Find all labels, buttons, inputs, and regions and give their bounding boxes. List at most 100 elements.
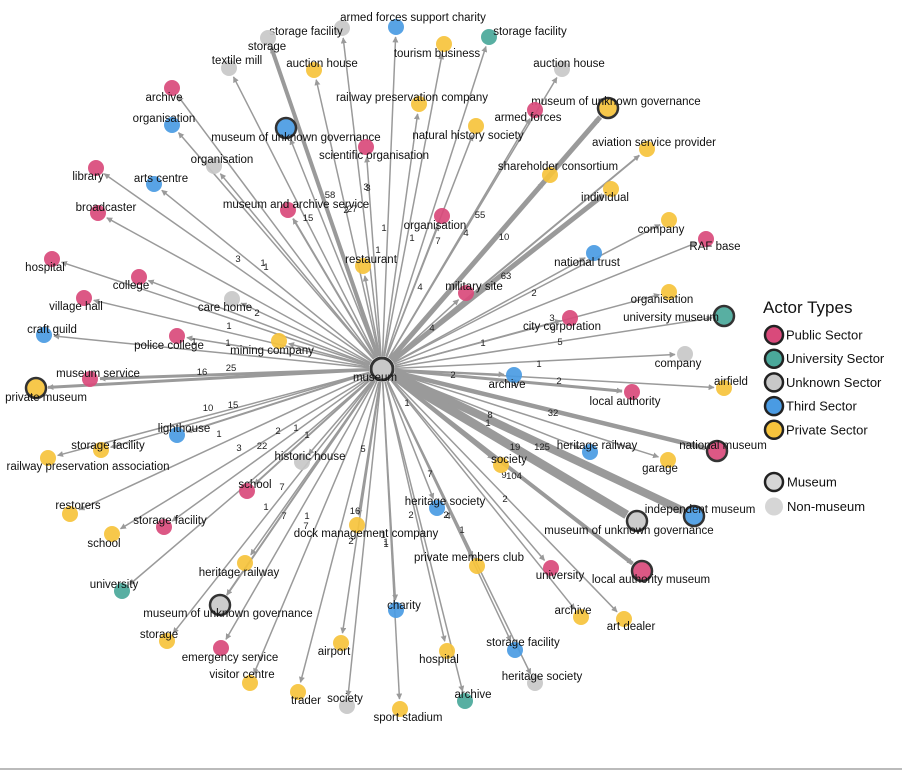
node: museum service <box>56 368 140 387</box>
edge-weight-label: 16 <box>350 506 361 517</box>
edge-weight-label: 1 <box>380 530 385 541</box>
edge <box>394 368 715 391</box>
edge-weight-label: 7 <box>427 469 432 480</box>
node-label: armed forces <box>494 112 561 124</box>
edge-weight-label: 3 <box>549 313 554 324</box>
edge <box>394 319 561 367</box>
edge-weight-label: 2 <box>531 288 536 299</box>
node: university <box>90 579 139 599</box>
node: storage <box>140 629 178 649</box>
edge-weight-label: 1 <box>216 429 221 440</box>
edge-weight-label: 27 <box>347 204 358 215</box>
node-label: sport stadium <box>373 712 442 724</box>
node-label: village hall <box>49 301 103 313</box>
edge <box>392 370 685 515</box>
edge <box>147 279 371 366</box>
edge-weight-label: 9 <box>550 325 555 336</box>
edge <box>383 113 420 357</box>
node-label: society <box>327 693 363 705</box>
node-label: local authority <box>590 396 661 408</box>
node-circle <box>392 701 408 717</box>
edge-weight-label: 1 <box>409 233 414 244</box>
node: society <box>491 454 527 473</box>
node: independent museum <box>645 504 755 528</box>
edge-weight-label: 1 <box>263 262 268 273</box>
edge-weight-label: 4 <box>417 282 422 293</box>
edge <box>394 351 676 370</box>
node-label: art dealer <box>607 621 656 633</box>
edge-weight-label: 1 <box>263 502 268 513</box>
node-label: museum of unknown governance <box>211 132 380 144</box>
node-label: mining company <box>230 345 314 357</box>
node-circle <box>93 442 109 458</box>
edge-weight-label: 5 <box>360 444 365 455</box>
node-label: organisation <box>404 220 467 232</box>
node-label: university <box>536 570 585 582</box>
edge-weight-label: 15 <box>303 213 314 224</box>
node-label: university museum <box>623 312 719 324</box>
edge <box>393 223 661 364</box>
edge-weight-label: 9 <box>501 470 506 481</box>
node-label: storage facility <box>493 26 567 38</box>
node-label: museum of unknown governance <box>143 608 312 620</box>
edge <box>53 333 370 369</box>
edge-weight-label: 1 <box>304 511 309 522</box>
node-circle <box>542 167 558 183</box>
node-label: tourism business <box>394 48 481 60</box>
node: company <box>638 212 685 236</box>
legend-swatch <box>763 471 785 493</box>
edge-weight-label: 25 <box>226 363 237 374</box>
node-circle <box>206 158 222 174</box>
edge <box>393 241 698 365</box>
node-circle <box>104 526 120 542</box>
node-circle <box>339 698 355 714</box>
node-circle <box>290 684 306 700</box>
edge <box>103 173 372 363</box>
node: city corporation <box>523 310 601 333</box>
node: library <box>72 160 104 183</box>
edge <box>391 375 634 566</box>
node-circle <box>507 642 523 658</box>
node-label: company <box>655 358 702 370</box>
node: police college <box>134 328 204 352</box>
node-circle <box>88 160 104 176</box>
edge <box>269 46 380 358</box>
node-label: restorers <box>55 500 101 512</box>
edge <box>292 218 377 359</box>
edge <box>186 335 370 368</box>
legend-label: Unknown Sector <box>786 375 882 390</box>
node-label: city corporation <box>523 321 601 333</box>
edge-weight-label: 15 <box>228 400 239 411</box>
legend-label: Public Sector <box>786 328 863 343</box>
node-circle <box>334 20 350 36</box>
legend-item-sector: Private Sector <box>763 419 868 441</box>
node-circle <box>76 290 92 306</box>
node-circle <box>705 439 729 463</box>
node-circle <box>333 635 349 651</box>
node: school <box>238 479 272 499</box>
node: sport stadium <box>373 701 443 724</box>
edge <box>172 378 375 634</box>
edge-weight-label: 22 <box>257 441 268 452</box>
node: restaurant <box>345 254 398 274</box>
node: airfield <box>714 376 748 396</box>
node: storage facility <box>486 637 560 658</box>
node-label: national museum <box>679 440 767 452</box>
node-label: museum of unknown governance <box>531 96 700 108</box>
node: RAF base <box>689 231 741 253</box>
node-label: archive <box>145 92 182 104</box>
node-circle <box>481 29 497 45</box>
edge <box>340 37 382 357</box>
node: archive <box>554 605 592 625</box>
node: private museum <box>5 376 87 404</box>
edge-weight-label: 1 <box>404 398 409 409</box>
node: heritage railway <box>557 440 638 460</box>
node-label: organisation <box>631 294 694 306</box>
node: organisation <box>631 284 694 306</box>
edge <box>225 379 377 640</box>
edge <box>129 376 373 586</box>
node-label: private museum <box>5 392 87 404</box>
edge-weight-label: 1 <box>304 430 309 441</box>
edge-weight-label: 104 <box>506 471 522 482</box>
node-circle <box>24 376 48 400</box>
